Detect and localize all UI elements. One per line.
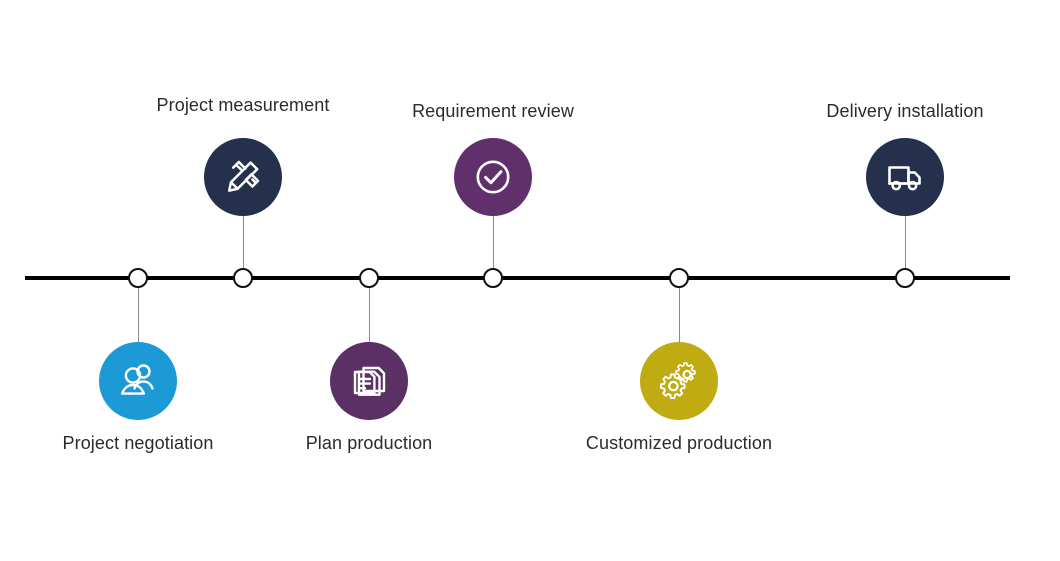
timeline-node-marker[interactable] (128, 268, 148, 288)
gears-icon (656, 358, 702, 404)
timeline-node-marker[interactable] (895, 268, 915, 288)
step-label: Project measurement (156, 95, 330, 115)
step-label: Project negotiation (62, 433, 214, 453)
connector-stem (243, 212, 244, 278)
step-icon-bubble[interactable] (866, 138, 944, 216)
check-circle-icon (470, 154, 516, 200)
connector-stem (493, 212, 494, 278)
pencil-ruler-icon (220, 154, 266, 200)
step-icon-bubble[interactable] (454, 138, 532, 216)
timeline-axis (25, 276, 1010, 280)
step-icon-bubble[interactable] (99, 342, 177, 420)
connector-stem (369, 280, 370, 342)
step-label: Plan production (305, 433, 433, 453)
step-label: Delivery installation (826, 101, 984, 121)
step-icon-bubble[interactable] (330, 342, 408, 420)
step-icon-bubble[interactable] (640, 342, 718, 420)
timeline-node-marker[interactable] (233, 268, 253, 288)
timeline-node-marker[interactable] (483, 268, 503, 288)
connector-stem (679, 280, 680, 342)
timeline-node-marker[interactable] (669, 268, 689, 288)
step-icon-bubble[interactable] (204, 138, 282, 216)
timeline-node-marker[interactable] (359, 268, 379, 288)
connector-stem (905, 212, 906, 278)
connector-stem (138, 280, 139, 342)
step-label: Requirement review (412, 101, 574, 121)
delivery-truck-icon (882, 154, 928, 200)
step-label: Customized production (585, 433, 773, 453)
people-group-icon (116, 359, 160, 403)
documents-stack-icon (348, 360, 390, 402)
